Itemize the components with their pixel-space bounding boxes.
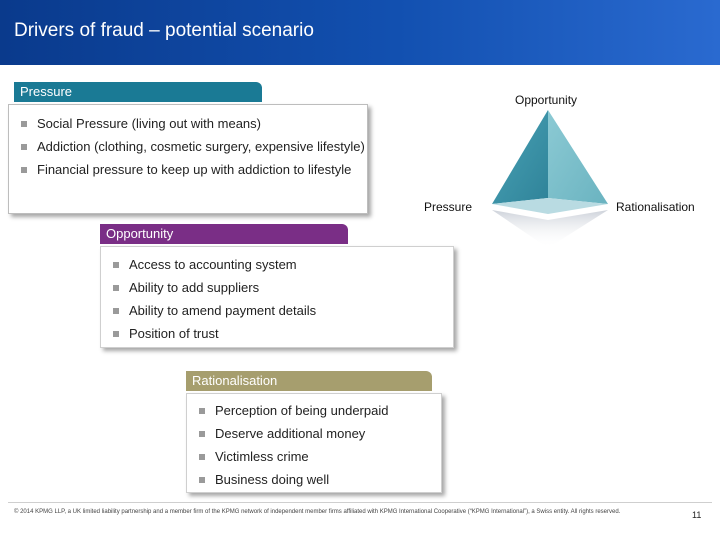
bullet-icon (113, 262, 119, 268)
diagram-label-opportunity: Opportunity (515, 93, 577, 107)
rationalisation-box: Perception of being underpaid Deserve ad… (186, 393, 442, 493)
pyramid-right-face (548, 110, 608, 204)
list-item: Addiction (clothing, cosmetic surgery, e… (9, 139, 367, 155)
list-item-text: Position of trust (129, 326, 219, 341)
rationalisation-list: Perception of being underpaid Deserve ad… (187, 394, 441, 488)
opportunity-tab: Opportunity (100, 224, 348, 244)
list-item: Deserve additional money (187, 426, 441, 442)
bullet-icon (199, 477, 205, 483)
pyramid-reflection (492, 210, 608, 248)
bullet-icon (113, 285, 119, 291)
bullet-icon (113, 331, 119, 337)
pyramid-left-face (492, 110, 548, 204)
list-item: Financial pressure to keep up with addic… (9, 162, 367, 178)
list-item: Ability to amend payment details (101, 303, 453, 319)
opportunity-box: Access to accounting system Ability to a… (100, 246, 454, 348)
bullet-icon (199, 431, 205, 437)
footer-copyright: © 2014 KPMG LLP, a UK limited liability … (14, 508, 674, 517)
list-item: Social Pressure (living out with means) (9, 116, 367, 132)
list-item-text: Perception of being underpaid (215, 403, 388, 418)
list-item-text: Ability to amend payment details (129, 303, 316, 318)
opportunity-list: Access to accounting system Ability to a… (101, 247, 453, 342)
list-item: Perception of being underpaid (187, 403, 441, 419)
rationalisation-tab: Rationalisation (186, 371, 432, 391)
bullet-icon (199, 454, 205, 460)
bullet-icon (199, 408, 205, 414)
pressure-box: Social Pressure (living out with means) … (8, 104, 368, 214)
footer-divider (8, 502, 712, 503)
list-item: Business doing well (187, 472, 441, 488)
list-item: Ability to add suppliers (101, 280, 453, 296)
list-item: Access to accounting system (101, 257, 453, 273)
header-bar: Drivers of fraud – potential scenario (0, 0, 720, 65)
bullet-icon (21, 167, 27, 173)
bullet-icon (113, 308, 119, 314)
list-item-text: Financial pressure to keep up with addic… (37, 162, 351, 177)
list-item-text: Deserve additional money (215, 426, 365, 441)
bullet-icon (21, 121, 27, 127)
diagram-label-pressure: Pressure (424, 200, 472, 214)
list-item-text: Access to accounting system (129, 257, 297, 272)
page-number: 11 (692, 510, 701, 520)
list-item-text: Ability to add suppliers (129, 280, 259, 295)
page-title: Drivers of fraud – potential scenario (14, 20, 314, 42)
pressure-list: Social Pressure (living out with means) … (9, 105, 367, 178)
pressure-tab: Pressure (14, 82, 262, 102)
diagram-label-rationalisation: Rationalisation (616, 200, 695, 214)
list-item: Position of trust (101, 326, 453, 342)
list-item-text: Social Pressure (living out with means) (37, 116, 261, 131)
list-item: Victimless crime (187, 449, 441, 465)
bullet-icon (21, 144, 27, 150)
list-item-text: Victimless crime (215, 449, 309, 464)
list-item-text: Business doing well (215, 472, 329, 487)
fraud-triangle-pyramid (480, 110, 620, 250)
list-item-text: Addiction (clothing, cosmetic surgery, e… (37, 139, 365, 154)
